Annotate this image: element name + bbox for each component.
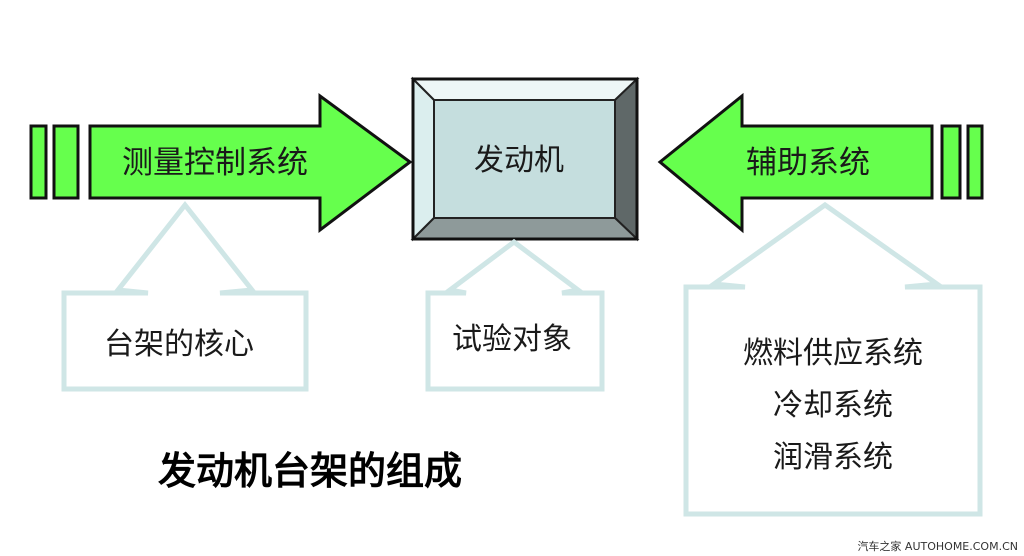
engine-box [410,76,640,242]
test-object-callout [425,238,605,392]
core-label: 台架的核心 [104,327,254,362]
aux-items-callout [683,201,983,517]
measure-control-label: 测量控制系统 [122,145,308,181]
right-stripe-1 [940,124,962,200]
right-stripe-2 [966,124,984,200]
auxiliary-arrow [657,92,984,234]
aux-item: 燃料供应系统 [743,336,923,371]
core-callout [61,200,309,392]
test-object-label: 试验对象 [452,322,572,357]
aux-item: 润滑系统 [773,440,893,475]
left-arrow-body [88,93,413,234]
left-stripe-2 [52,124,80,200]
engine-label: 发动机 [474,143,564,178]
right-arrow-body [657,92,934,234]
left-stripe-1 [29,124,48,200]
measure-control-arrow [29,93,413,234]
aux-item: 冷却系统 [773,388,893,423]
diagram-title: 发动机台架的组成 [158,449,463,493]
auxiliary-label: 辅助系统 [746,145,870,181]
watermark: 汽车之家 AUTOHOME.COM.CN [857,540,1018,553]
aux-items-list: 燃料供应系统 冷却系统 润滑系统 [690,328,976,484]
